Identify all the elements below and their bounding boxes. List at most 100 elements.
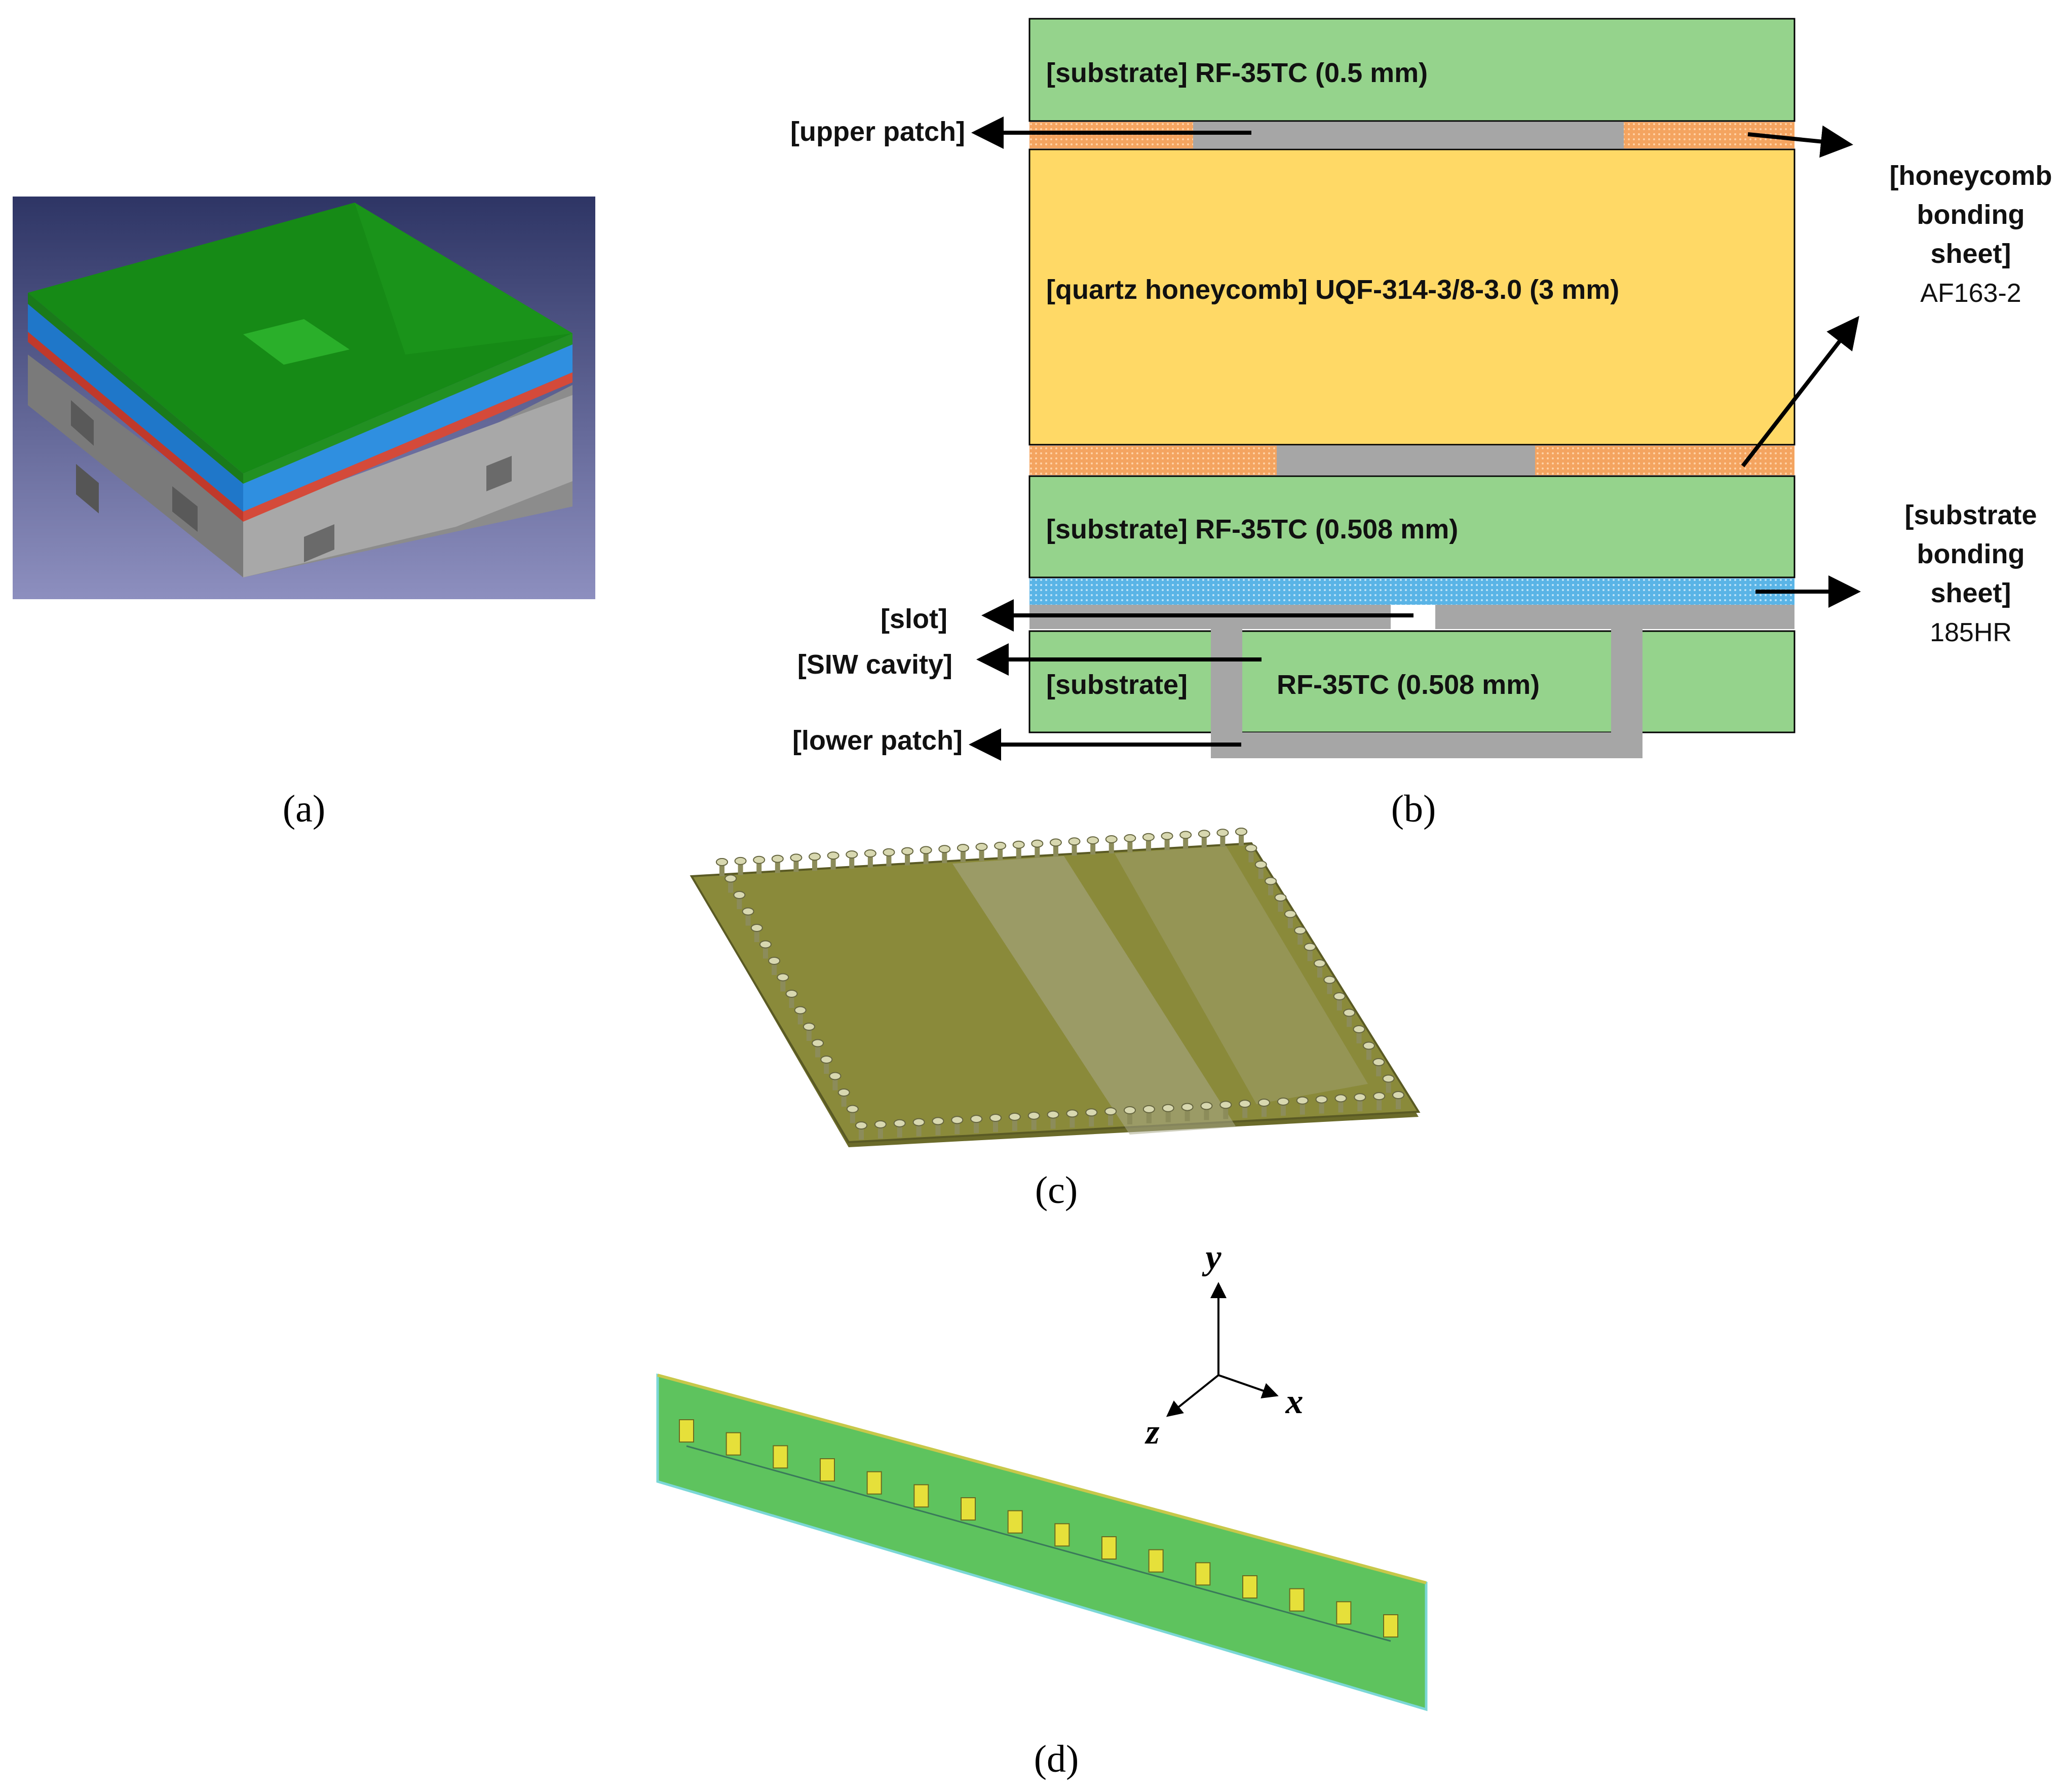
via-cap bbox=[809, 852, 821, 861]
via-cap bbox=[1087, 836, 1099, 845]
via-post bbox=[916, 1122, 922, 1137]
via-post bbox=[1287, 914, 1293, 928]
via-cap bbox=[1239, 1100, 1251, 1108]
via-cap bbox=[820, 1056, 833, 1064]
via-post bbox=[1396, 1095, 1401, 1109]
via-cap bbox=[1353, 1025, 1365, 1033]
honeycomb-bonding-label-3: sheet] bbox=[1930, 239, 2011, 269]
via-post bbox=[1127, 838, 1133, 852]
via-cap bbox=[1334, 1094, 1347, 1103]
via-post bbox=[1016, 844, 1021, 859]
array-patch bbox=[1242, 1575, 1257, 1599]
via-post bbox=[780, 977, 786, 992]
via-post bbox=[1053, 842, 1058, 857]
feed-line bbox=[1202, 1588, 1250, 1603]
via-post bbox=[797, 1010, 803, 1025]
cavity-reflection-1 bbox=[952, 856, 1236, 1135]
via-post bbox=[1268, 881, 1274, 895]
via-post bbox=[1336, 996, 1342, 1010]
via-cap bbox=[883, 848, 895, 856]
via-cap bbox=[1008, 1112, 1021, 1121]
board-top-edge bbox=[657, 1374, 1427, 1584]
via-cap bbox=[1012, 840, 1025, 849]
notch-left-1 bbox=[71, 400, 94, 446]
via-cap bbox=[1066, 1109, 1079, 1118]
via-cap bbox=[912, 1118, 925, 1126]
via-cap bbox=[846, 850, 858, 859]
via-cap bbox=[1105, 835, 1118, 843]
via-cap bbox=[932, 1117, 944, 1125]
honeycomb-bond-arrow-2 bbox=[1741, 316, 1859, 468]
via-cap bbox=[1049, 838, 1062, 847]
mid-substrate-label: [substrate] RF-35TC (0.508 mm) bbox=[1046, 514, 1458, 544]
array-patch bbox=[961, 1497, 976, 1521]
panel-d-array bbox=[656, 1373, 1428, 1711]
via-cap bbox=[1277, 1097, 1289, 1106]
via-post bbox=[974, 1119, 979, 1134]
via-post bbox=[815, 1043, 821, 1058]
via-cap bbox=[1354, 1093, 1366, 1102]
via-post bbox=[1220, 833, 1226, 847]
y-axis-label: y bbox=[1202, 1238, 1221, 1277]
via-post bbox=[1376, 1062, 1382, 1076]
red-layer-left bbox=[28, 332, 243, 522]
array-patch bbox=[1007, 1510, 1023, 1534]
via-post bbox=[1357, 1097, 1363, 1112]
via-post bbox=[812, 856, 818, 871]
via-post bbox=[1031, 1115, 1037, 1130]
via-cap bbox=[1179, 831, 1192, 839]
via-post bbox=[719, 862, 724, 876]
feed-line bbox=[921, 1510, 969, 1525]
via-post bbox=[1280, 1101, 1286, 1116]
via-cap bbox=[846, 1105, 859, 1113]
via-cap bbox=[790, 853, 803, 862]
via-post bbox=[1386, 1078, 1391, 1093]
notch-right-2 bbox=[486, 456, 512, 491]
via-cap bbox=[1161, 832, 1173, 840]
via-post bbox=[789, 994, 794, 1008]
feed-line bbox=[1296, 1614, 1344, 1629]
via-post bbox=[1035, 843, 1040, 858]
via-post bbox=[923, 850, 929, 865]
via-post bbox=[1164, 836, 1170, 850]
red-layer-right bbox=[243, 372, 572, 522]
via-cap bbox=[812, 1039, 824, 1047]
top-substrate-layer bbox=[1028, 18, 1795, 122]
array-patch bbox=[725, 1432, 741, 1456]
via-post bbox=[1300, 1100, 1305, 1115]
blue-layer-left bbox=[28, 304, 243, 512]
slot-label: [slot] bbox=[881, 604, 947, 634]
via-post bbox=[841, 1093, 847, 1107]
caption-d: (d) bbox=[1034, 1738, 1079, 1780]
cavity-reflection-2 bbox=[1115, 846, 1368, 1104]
via-post bbox=[1109, 839, 1114, 853]
via-post bbox=[1185, 1107, 1190, 1121]
via-cap bbox=[827, 851, 839, 860]
via-cap bbox=[1245, 844, 1257, 852]
via-cap bbox=[970, 1115, 983, 1123]
feed-line bbox=[968, 1523, 1016, 1538]
top-facet bbox=[355, 203, 572, 355]
via-cap bbox=[750, 924, 763, 932]
via-post bbox=[960, 848, 966, 863]
notch-left-2 bbox=[172, 486, 198, 532]
via-cap bbox=[1085, 1108, 1098, 1117]
array-patch bbox=[1054, 1523, 1070, 1547]
via-post bbox=[1089, 1112, 1094, 1127]
via-cap bbox=[1219, 1101, 1232, 1109]
via-post bbox=[993, 1118, 998, 1132]
via-cap bbox=[864, 849, 876, 858]
via-cap bbox=[1124, 834, 1136, 842]
substrate-bonding-material: 185HR bbox=[1930, 618, 2012, 647]
via-post bbox=[942, 849, 947, 864]
via-cap bbox=[785, 990, 798, 998]
via-cap bbox=[1343, 1008, 1356, 1017]
via-post bbox=[886, 852, 892, 867]
via-cap bbox=[1254, 861, 1267, 869]
via-cap bbox=[994, 841, 1007, 850]
via-cap bbox=[1274, 893, 1287, 902]
via-post bbox=[1239, 832, 1244, 846]
via-post bbox=[897, 1123, 902, 1138]
z-axis-label: z bbox=[1144, 1413, 1159, 1452]
honeycomb-bonding-label-1: [honeycomb bbox=[1889, 161, 2052, 191]
